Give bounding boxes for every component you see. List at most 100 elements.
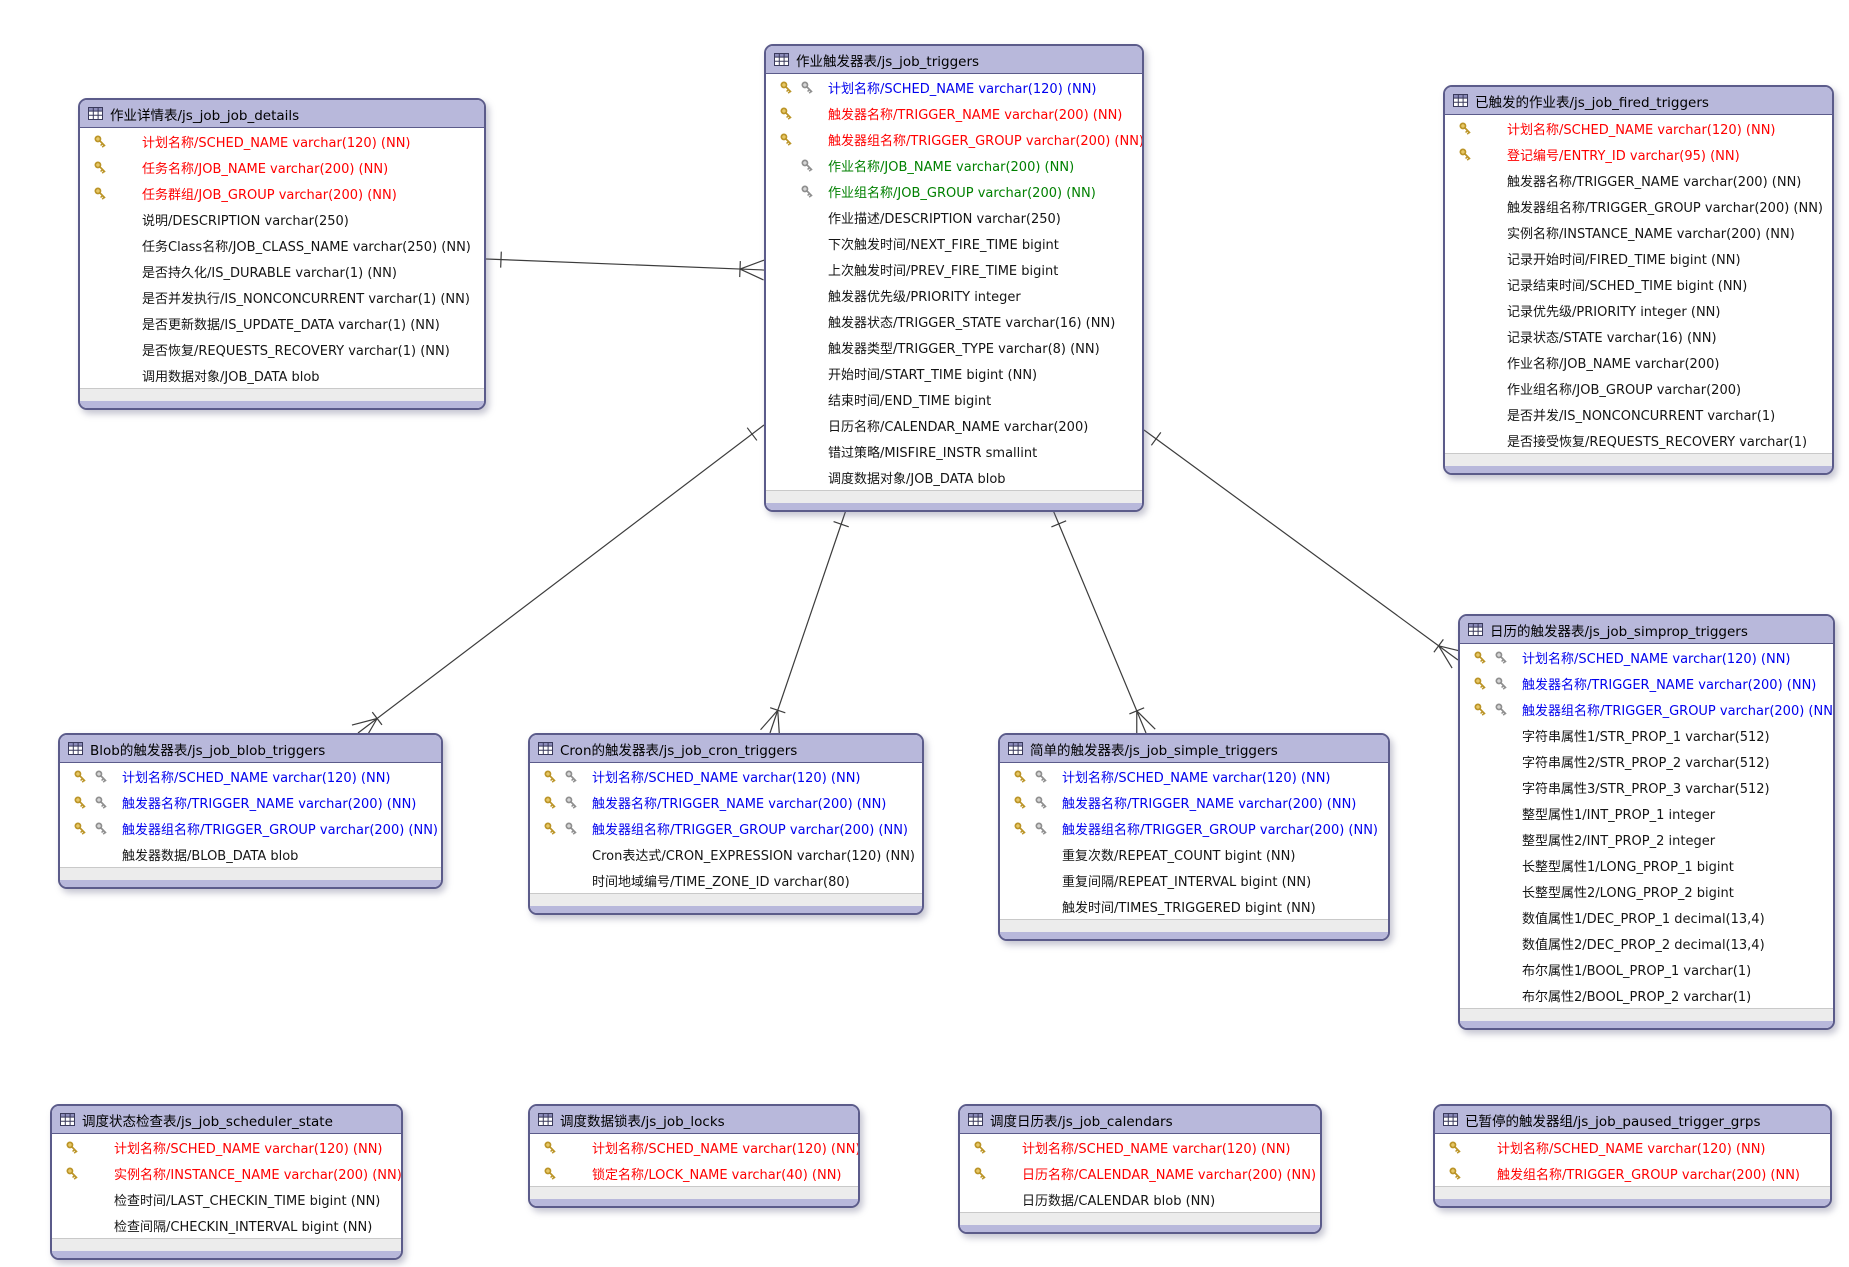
pk-slot	[1010, 867, 1031, 893]
pk-slot	[90, 362, 111, 388]
field-row: 触发器类型/TRIGGER_TYPE varchar(8) (NN)	[766, 334, 1142, 360]
pk-slot	[776, 282, 797, 308]
field-row: 调度数据对象/JOB_DATA blob	[766, 464, 1142, 490]
field-row: 计划名称/SCHED_NAME varchar(120) (NN)	[960, 1134, 1320, 1160]
primary-key-icon	[1014, 769, 1026, 783]
foreign-key-icon	[95, 769, 107, 783]
pk-slot	[1470, 878, 1491, 904]
table-header[interactable]: 已触发的作业表/js_job_fired_triggers	[1445, 87, 1832, 115]
field-label: 字符串属性1/STR_PROP_1 varchar(512)	[1522, 729, 1770, 745]
table-header[interactable]: 简单的触发器表/js_job_simple_triggers	[1000, 735, 1388, 763]
table-header[interactable]: 调度状态检查表/js_job_scheduler_state	[52, 1106, 401, 1134]
pk-slot	[90, 336, 111, 362]
field-row: 计划名称/SCHED_NAME varchar(120) (NN)	[60, 763, 441, 789]
table-footer	[60, 867, 441, 880]
fk-slot	[1491, 722, 1512, 748]
pk-slot	[1455, 271, 1476, 297]
field-list: 计划名称/SCHED_NAME varchar(120) (NN)触发器名称/T…	[1000, 763, 1388, 919]
foreign-key-icon	[565, 821, 577, 835]
pk-slot	[90, 128, 111, 154]
pk-slot	[62, 1160, 83, 1186]
primary-key-icon	[1014, 821, 1026, 835]
table-header[interactable]: Blob的触发器表/js_job_blob_triggers	[60, 735, 441, 763]
field-list: 计划名称/SCHED_NAME varchar(120) (NN)锁定名称/LO…	[530, 1134, 858, 1186]
field-row: 布尔属性2/BOOL_PROP_2 varchar(1)	[1460, 982, 1833, 1008]
primary-key-icon	[974, 1140, 986, 1154]
pk-slot	[70, 815, 91, 841]
field-row: 作业描述/DESCRIPTION varchar(250)	[766, 204, 1142, 230]
fk-slot	[1476, 167, 1497, 193]
pk-slot	[776, 178, 797, 204]
fk-slot	[561, 867, 582, 893]
pk-slot	[70, 763, 91, 789]
field-row: 重复次数/REPEAT_COUNT bigint (NN)	[1000, 841, 1388, 867]
table-header[interactable]: 作业触发器表/js_job_triggers	[766, 46, 1142, 74]
pk-slot	[776, 412, 797, 438]
fk-slot	[91, 841, 112, 867]
fk-slot	[1031, 841, 1052, 867]
table-header[interactable]: 已暂停的触发器组/js_job_paused_trigger_grps	[1435, 1106, 1830, 1134]
field-row: 日历名称/CALENDAR_NAME varchar(200) (NN)	[960, 1160, 1320, 1186]
field-label: 说明/DESCRIPTION varchar(250)	[142, 213, 349, 229]
field-row: 检查时间/LAST_CHECKIN_TIME bigint (NN)	[52, 1186, 401, 1212]
fk-slot	[797, 204, 818, 230]
field-row: 触发器组名称/TRIGGER_GROUP varchar(200) (NN)	[1460, 696, 1833, 722]
field-label: 作业名称/JOB_NAME varchar(200) (NN)	[828, 159, 1075, 175]
field-label: 错过策略/MISFIRE_INSTR smallint	[828, 445, 1038, 461]
fk-slot	[1476, 401, 1497, 427]
table-header[interactable]: 日历的触发器表/js_job_simprop_triggers	[1460, 616, 1833, 644]
table-header[interactable]: 调度日历表/js_job_calendars	[960, 1106, 1320, 1134]
field-label: 是否接受恢复/REQUESTS_RECOVERY varchar(1)	[1507, 434, 1808, 450]
pk-slot	[70, 841, 91, 867]
table-title: 已触发的作业表/js_job_fired_triggers	[1475, 94, 1709, 111]
table-bottom-band	[1000, 932, 1388, 939]
pk-slot	[1470, 982, 1491, 1008]
fk-slot	[111, 336, 132, 362]
field-row: 触发器状态/TRIGGER_STATE varchar(16) (NN)	[766, 308, 1142, 334]
field-label: 触发器组名称/TRIGGER_GROUP varchar(200) (NN)	[1507, 200, 1824, 216]
field-label: 记录状态/STATE varchar(16) (NN)	[1507, 330, 1717, 346]
field-row: 计划名称/SCHED_NAME varchar(120) (NN)	[530, 1134, 858, 1160]
table-icon	[538, 1113, 553, 1126]
field-list: 计划名称/SCHED_NAME varchar(120) (NN)日历名称/CA…	[960, 1134, 1320, 1212]
pk-slot	[1470, 930, 1491, 956]
field-label: 任务Class名称/JOB_CLASS_NAME varchar(250) (N…	[142, 239, 471, 255]
fk-slot	[111, 284, 132, 310]
fk-slot	[1476, 219, 1497, 245]
table-header[interactable]: Cron的触发器表/js_job_cron_triggers	[530, 735, 922, 763]
fk-slot	[1031, 867, 1052, 893]
pk-slot	[970, 1134, 991, 1160]
table-header[interactable]: 调度数据锁表/js_job_locks	[530, 1106, 858, 1134]
field-row: 作业名称/JOB_NAME varchar(200)	[1445, 349, 1832, 375]
field-label: 实例名称/INSTANCE_NAME varchar(200) (NN)	[114, 1167, 402, 1183]
field-label: 数值属性1/DEC_PROP_1 decimal(13,4)	[1522, 911, 1765, 927]
fk-slot	[1491, 930, 1512, 956]
field-row: 错过策略/MISFIRE_INSTR smallint	[766, 438, 1142, 464]
pk-slot	[1455, 401, 1476, 427]
field-row: 下次触发时间/NEXT_FIRE_TIME bigint	[766, 230, 1142, 256]
field-row: 作业组名称/JOB_GROUP varchar(200) (NN)	[766, 178, 1142, 204]
pk-slot	[1455, 297, 1476, 323]
field-label: 触发器组名称/TRIGGER_GROUP varchar(200) (NN)	[592, 822, 909, 838]
fk-slot	[1466, 1134, 1487, 1160]
field-row: 检查间隔/CHECKIN_INTERVAL bigint (NN)	[52, 1212, 401, 1238]
field-row: 任务名称/JOB_NAME varchar(200) (NN)	[80, 154, 484, 180]
table-header[interactable]: 作业详情表/js_job_job_details	[80, 100, 484, 128]
fk-slot	[1031, 763, 1052, 789]
field-row: 触发器名称/TRIGGER_NAME varchar(200) (NN)	[1445, 167, 1832, 193]
fk-slot	[1031, 789, 1052, 815]
field-label: 触发器名称/TRIGGER_NAME varchar(200) (NN)	[1062, 796, 1357, 812]
field-label: 调用数据对象/JOB_DATA blob	[142, 369, 320, 385]
field-list: 计划名称/SCHED_NAME varchar(120) (NN)触发器名称/T…	[530, 763, 922, 893]
